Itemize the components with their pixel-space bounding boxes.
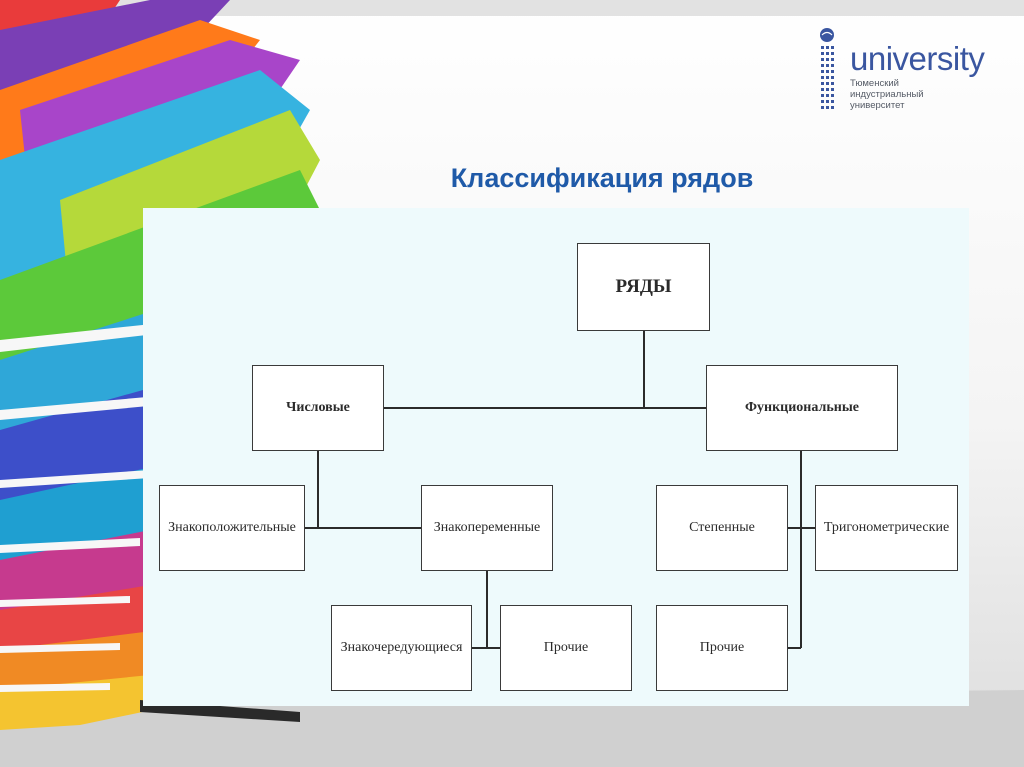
- node-power: Степенные: [656, 485, 788, 571]
- university-logo: university Тюменский индустриальный унив…: [818, 26, 988, 118]
- node-alternating-sign: Знакопеременные: [421, 485, 553, 571]
- logo-mark-icon: [820, 28, 834, 109]
- node-trigonometric: Тригонометрические: [815, 485, 958, 571]
- diagram-connectors: [305, 331, 815, 649]
- diagram-panel: РЯДЫ Числовые Функциональные Знакоположи…: [143, 208, 969, 706]
- node-other-numeric: Прочие: [500, 605, 632, 691]
- logo-wordmark: university: [850, 40, 985, 77]
- node-series: РЯДЫ: [577, 243, 710, 331]
- node-other-functional: Прочие: [656, 605, 788, 691]
- node-alternating: Знакочередующиеся: [331, 605, 472, 691]
- node-numeric: Числовые: [252, 365, 384, 451]
- node-functional: Функциональные: [706, 365, 898, 451]
- slide-title: Классификация рядов: [450, 163, 754, 193]
- node-positive: Знакоположительные: [159, 485, 305, 571]
- logo-subtitle: Тюменский индустриальный университет: [850, 78, 924, 111]
